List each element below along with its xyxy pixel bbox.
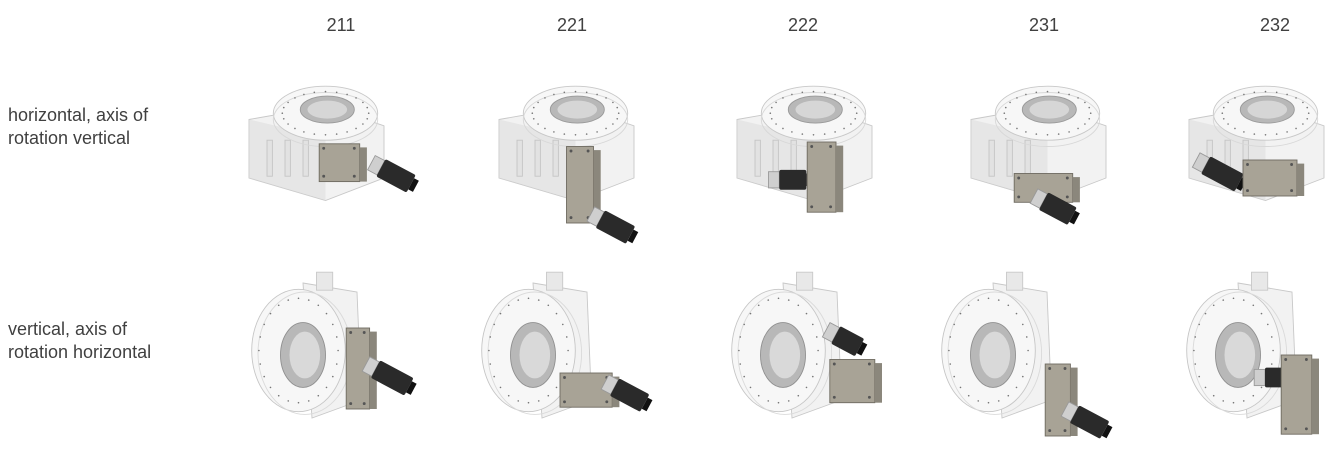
product-image-232-horizontal (1180, 60, 1342, 260)
product-image-221-horizontal (490, 60, 670, 260)
column-label-231: 231 (1028, 15, 1060, 35)
product-image-231-horizontal-drawing (970, 85, 1107, 225)
product-image-211-horizontal (240, 60, 420, 260)
product-image-211-vertical-drawing (251, 271, 417, 419)
row-label-vertical: vertical, axis of rotation horizontal (8, 318, 151, 364)
product-image-221-vertical-drawing (481, 271, 653, 419)
product-image-221-vertical (470, 255, 653, 455)
product-image-222-horizontal (728, 60, 908, 260)
product-image-222-vertical (720, 255, 900, 455)
column-label-222: 222 (787, 15, 819, 35)
product-image-221-horizontal-drawing (498, 85, 639, 244)
row-label-horizontal: horizontal, axis of rotation vertical (8, 104, 148, 150)
column-label-232: 232 (1259, 15, 1291, 35)
row-label-vertical-line2: rotation horizontal (8, 342, 152, 362)
row-label-horizontal-line2: rotation vertical (8, 128, 131, 148)
product-image-232-horizontal-drawing (1188, 85, 1325, 201)
product-image-211-horizontal-drawing (248, 85, 419, 201)
product-image-232-vertical (1175, 255, 1342, 455)
product-image-222-horizontal-drawing (736, 85, 873, 213)
row-label-horizontal-line1: horizontal, axis of (8, 105, 149, 125)
product-image-211-vertical (240, 255, 420, 455)
product-image-232-vertical-drawing (1186, 271, 1319, 435)
column-label-211: 211 (326, 15, 356, 35)
product-image-231-vertical (930, 255, 1113, 455)
product-image-231-horizontal (962, 60, 1142, 260)
product-image-222-vertical-drawing (731, 271, 882, 419)
row-label-vertical-line1: vertical, axis of (8, 319, 128, 339)
column-label-221: 221 (556, 15, 588, 35)
product-image-231-vertical-drawing (941, 271, 1113, 439)
